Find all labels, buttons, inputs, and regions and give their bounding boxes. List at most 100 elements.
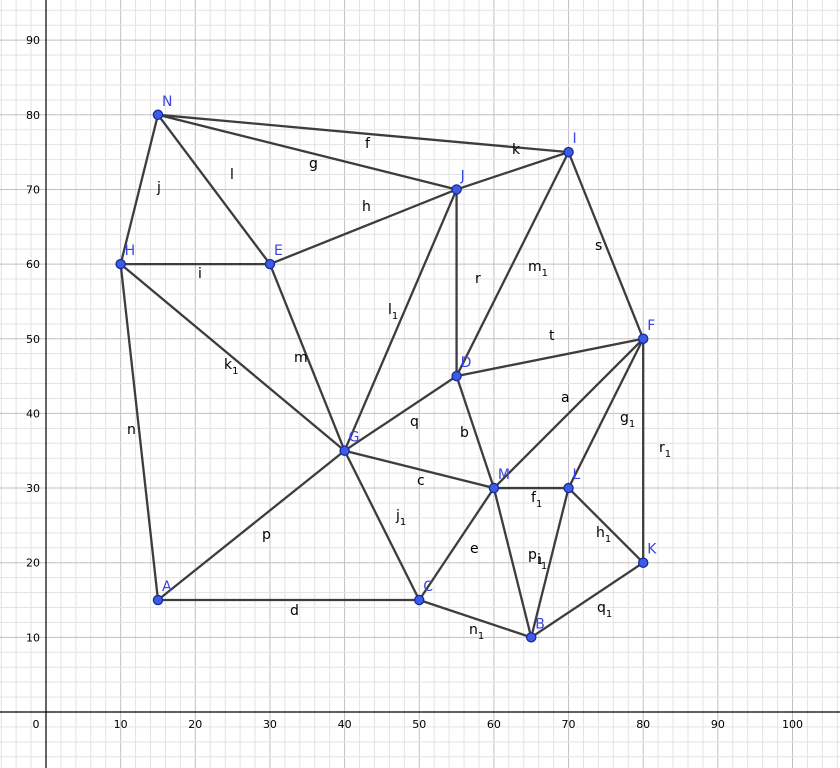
segment-label-k1: k1	[224, 357, 238, 377]
segment-label-h1: h1	[596, 525, 611, 545]
point-label-D: D	[461, 355, 472, 371]
segment-JI[interactable]	[455, 150, 570, 191]
x-tick-label: 0	[33, 718, 40, 731]
segment-EG[interactable]	[268, 262, 346, 452]
point-label-B: B	[535, 616, 545, 632]
segments	[119, 113, 645, 639]
segment-label-m1: m1	[528, 259, 548, 279]
point-J[interactable]	[451, 184, 462, 195]
segment-label-q1: q1	[597, 600, 612, 620]
segment-DF[interactable]	[455, 337, 645, 378]
y-tick-label: 90	[26, 34, 40, 47]
segment-IF[interactable]	[567, 150, 645, 340]
segment-label-d: d	[290, 603, 299, 619]
segment-label-n1: n1	[469, 622, 484, 642]
segment-label-q: q	[410, 414, 419, 430]
x-tick-label: 60	[487, 718, 501, 731]
segment-label-p: p	[262, 527, 271, 543]
point-label-C: C	[423, 579, 433, 595]
segment-NE[interactable]	[156, 113, 272, 266]
segment-label-g1: g1	[620, 410, 635, 430]
segment-MF[interactable]	[492, 337, 645, 490]
segment-label-p1: p1	[528, 547, 543, 567]
segment-label-h: h	[362, 199, 371, 215]
segment-MB[interactable]	[492, 486, 533, 639]
segment-NH[interactable]	[119, 113, 160, 266]
x-tick-label: 90	[711, 718, 725, 731]
segment-GA[interactable]	[156, 449, 346, 602]
y-tick-label: 30	[26, 482, 40, 495]
segment-label-e: e	[470, 541, 479, 557]
segment-label-g: g	[309, 156, 318, 172]
point-K[interactable]	[637, 557, 649, 568]
segment-LB[interactable]	[530, 486, 570, 639]
segment-LK[interactable]	[567, 486, 645, 564]
point-E[interactable]	[264, 258, 276, 270]
y-tick-label: 20	[26, 557, 40, 570]
segment-DM[interactable]	[455, 374, 496, 490]
segment-label-a: a	[561, 390, 570, 406]
segment-CM[interactable]	[418, 486, 496, 602]
segment-ID[interactable]	[455, 150, 570, 378]
point-G[interactable]	[339, 445, 350, 456]
segment-CB[interactable]	[418, 598, 533, 639]
point-I[interactable]	[563, 146, 574, 158]
point-M[interactable]	[488, 482, 500, 494]
x-tick-label: 30	[263, 718, 277, 731]
segment-HA[interactable]	[119, 262, 160, 602]
x-tick-label: 50	[412, 718, 426, 731]
point-label-J: J	[460, 168, 465, 184]
segment-label-b: b	[460, 425, 469, 441]
point-L[interactable]	[563, 482, 574, 494]
point-C[interactable]	[413, 594, 425, 606]
segment-GC[interactable]	[343, 449, 421, 602]
y-tick-label: 40	[26, 407, 40, 420]
segment-label-i: i	[198, 266, 202, 282]
segment-GM[interactable]	[343, 449, 496, 490]
point-F[interactable]	[637, 333, 649, 344]
segment-HG[interactable]	[119, 262, 346, 452]
x-tick-label: 40	[338, 718, 352, 731]
segment-label-r1: r1	[659, 440, 671, 460]
point-N[interactable]	[152, 109, 164, 121]
y-tick-label: 50	[26, 333, 40, 346]
segment-label-m: m	[294, 350, 308, 366]
point-A[interactable]	[152, 594, 164, 606]
segment-label-t: t	[549, 328, 555, 344]
segment-GD[interactable]	[343, 374, 458, 452]
segment-BK[interactable]	[530, 561, 645, 639]
segment-EJ[interactable]	[268, 188, 458, 266]
point-D[interactable]	[451, 370, 462, 382]
point-label-A: A	[162, 579, 172, 595]
x-tick-label: 10	[114, 718, 128, 731]
segment-NJ[interactable]	[156, 113, 458, 191]
point-B[interactable]	[525, 632, 537, 643]
x-tick-label: 100	[782, 718, 803, 731]
segment-label-j: j	[156, 180, 161, 196]
segment-FL[interactable]	[567, 337, 645, 490]
segment-label-f1: f1	[531, 490, 542, 510]
point-label-I: I	[573, 131, 577, 147]
segment-label-j1: j1	[395, 508, 406, 528]
segment-JG[interactable]	[343, 188, 458, 452]
point-label-G: G	[349, 430, 360, 446]
point-label-L: L	[573, 467, 581, 483]
point-label-H: H	[125, 243, 136, 259]
y-tick-label: 80	[26, 109, 40, 122]
point-label-M: M	[498, 467, 510, 483]
segment-NI[interactable]	[156, 113, 570, 154]
segment-label-l1: l1	[388, 302, 398, 322]
y-tick-label: 10	[26, 631, 40, 644]
y-tick-label: 60	[26, 258, 40, 271]
y-tick-label: 70	[26, 183, 40, 196]
segment-label-i1: i1	[537, 552, 547, 572]
point-H[interactable]	[115, 258, 126, 270]
point-label-K: K	[647, 542, 657, 558]
point-label-N: N	[162, 94, 172, 110]
segment-label-r: r	[475, 271, 481, 287]
point-label-F: F	[647, 318, 655, 334]
